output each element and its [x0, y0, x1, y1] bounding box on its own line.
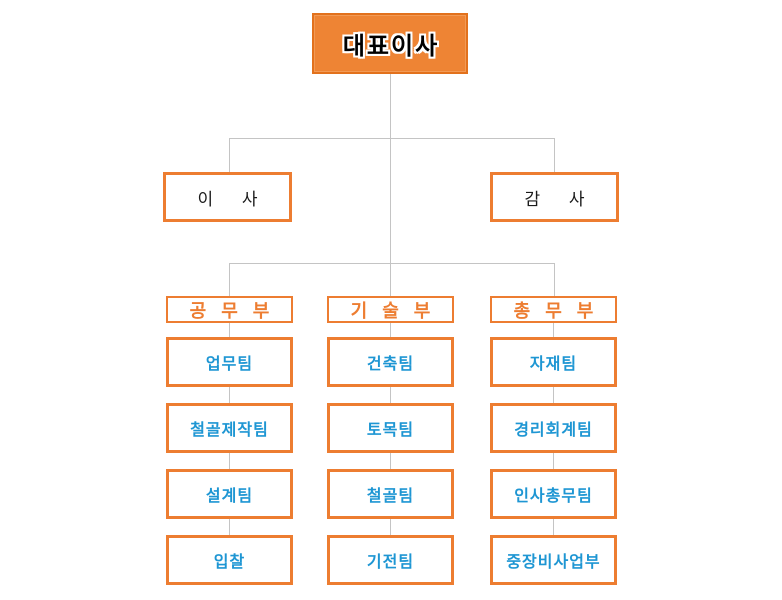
- connector-col1-seg2: [229, 387, 230, 403]
- connector-level2-horizontal: [229, 138, 555, 139]
- org-team-1-4-label: 입찰: [213, 554, 246, 571]
- connector-col2-seg3: [390, 453, 391, 469]
- org-team-1-3-label: 설계팀: [205, 488, 254, 505]
- org-team-2-4-label: 기전팀: [366, 554, 415, 571]
- connector-col2-seg2: [390, 387, 391, 403]
- connector-col3-seg2: [553, 387, 554, 403]
- connector-dept-horizontal: [229, 263, 555, 264]
- org-node-auditor: 감 사: [490, 172, 619, 222]
- org-node-director: 이 사: [163, 172, 292, 222]
- org-team-1-2: 철골제작팀: [166, 403, 293, 453]
- org-dept-1: 공 무 부: [166, 296, 293, 323]
- connector-col2-seg4: [390, 519, 391, 535]
- org-team-2-3: 철골팀: [327, 469, 454, 519]
- org-dept-3: 총 무 부: [490, 296, 617, 323]
- org-team-3-1-label: 자재팀: [529, 356, 578, 373]
- org-team-2-3-label: 철골팀: [366, 488, 415, 505]
- org-team-1-1-label: 업무팀: [205, 356, 254, 373]
- org-team-3-4-label: 중장비사업부: [506, 554, 601, 571]
- org-dept-2-label: 기 술 부: [350, 300, 436, 321]
- org-dept-1-label: 공 무 부: [189, 300, 275, 321]
- org-team-2-2: 토목팀: [327, 403, 454, 453]
- org-dept-2: 기 술 부: [327, 296, 454, 323]
- connector-col3-seg1: [553, 323, 554, 337]
- connector-col1-seg3: [229, 453, 230, 469]
- org-team-1-4: 입찰: [166, 535, 293, 585]
- connector-col3-seg4: [553, 519, 554, 535]
- org-team-2-4: 기전팀: [327, 535, 454, 585]
- org-team-1-3: 설계팀: [166, 469, 293, 519]
- connector-dept2-drop: [390, 263, 391, 296]
- org-node-director-label: 이 사: [197, 189, 270, 209]
- connector-col2-seg1: [390, 323, 391, 337]
- org-team-3-2-label: 경리회계팀: [514, 422, 593, 439]
- connector-level2-left-drop: [229, 138, 230, 172]
- org-team-3-1: 자재팀: [490, 337, 617, 387]
- connector-dept1-drop: [229, 263, 230, 296]
- org-team-2-2-label: 토목팀: [366, 422, 415, 439]
- connector-dept3-drop: [554, 263, 555, 296]
- connector-col1-seg4: [229, 519, 230, 535]
- org-team-3-3-label: 인사총무팀: [514, 488, 593, 505]
- org-team-3-4: 중장비사업부: [490, 535, 617, 585]
- org-team-3-3: 인사총무팀: [490, 469, 617, 519]
- connector-level2-right-drop: [554, 138, 555, 172]
- org-team-1-1: 업무팀: [166, 337, 293, 387]
- org-dept-3-label: 총 무 부: [513, 300, 599, 321]
- org-node-auditor-label: 감 사: [524, 189, 597, 209]
- org-team-2-1-label: 건축팀: [366, 356, 415, 373]
- connector-root-center: [390, 74, 391, 263]
- org-node-ceo: 대표이사: [312, 13, 468, 74]
- org-team-2-1: 건축팀: [327, 337, 454, 387]
- connector-col1-seg1: [229, 323, 230, 337]
- org-team-3-2: 경리회계팀: [490, 403, 617, 453]
- org-node-ceo-label: 대표이사: [342, 33, 440, 60]
- org-team-1-2-label: 철골제작팀: [190, 422, 269, 439]
- connector-col3-seg3: [553, 453, 554, 469]
